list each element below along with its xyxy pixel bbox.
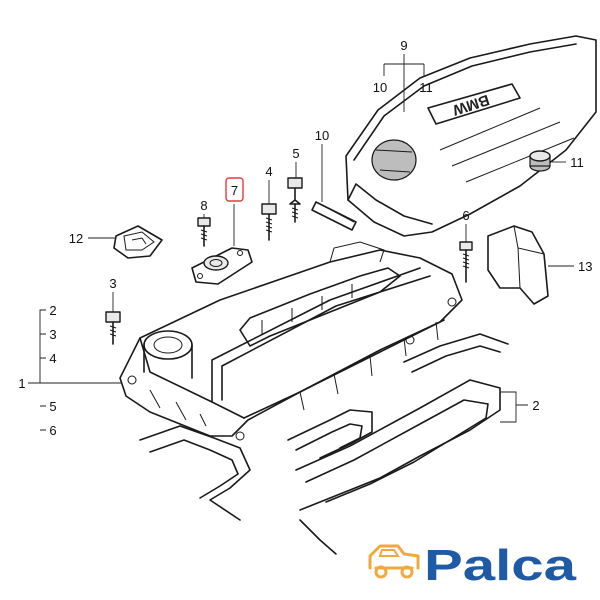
grommet-11 <box>529 150 551 172</box>
callout-2-left: 2 <box>49 303 56 318</box>
callout-11-right: 11 <box>570 155 584 170</box>
palca-logo: Palca <box>368 541 577 590</box>
bracket-13 <box>487 225 549 305</box>
valve-cover-assembly <box>119 241 463 441</box>
bolt-6 <box>459 241 473 283</box>
seal-plate-7 <box>191 247 253 285</box>
callout-7: 7 <box>231 183 238 198</box>
callout-6-left: 6 <box>49 423 56 438</box>
car-icon <box>368 544 420 579</box>
filler-cap-12 <box>113 225 163 259</box>
callout-10-top: 10 <box>373 80 387 95</box>
engine-cover-9: BMW <box>345 35 597 237</box>
callout-1: 1 <box>18 376 25 391</box>
callout-4-left: 4 <box>49 351 56 366</box>
callout-10-mid: 10 <box>315 128 329 143</box>
callout-7-highlight <box>225 177 244 202</box>
bolt-4 <box>261 203 277 241</box>
callout-3-top: 3 <box>109 276 116 291</box>
oil-filler-port <box>143 330 193 360</box>
brand-name: Palca <box>424 541 577 590</box>
callout-5-top: 5 <box>292 146 299 161</box>
bolt-8 <box>197 217 211 247</box>
callout-labels: 1 2 3 4 5 6 2 3 4 5 6 7 8 9 10 11 10 11 … <box>18 38 592 438</box>
foam-strip-10 <box>311 201 357 231</box>
bolt-5 <box>287 177 303 223</box>
callout-8: 8 <box>200 198 207 213</box>
callout-9: 9 <box>400 38 407 53</box>
callout-13: 13 <box>578 259 592 274</box>
leader-lines <box>28 54 574 431</box>
callout-3-left: 3 <box>49 327 56 342</box>
valve-cover-gasket <box>139 333 509 555</box>
callout-4-top: 4 <box>265 164 272 179</box>
bmw-badge: BMW <box>427 83 521 125</box>
bolt-3 <box>105 311 121 345</box>
callout-12: 12 <box>69 231 83 246</box>
callout-6-right: 6 <box>462 208 469 223</box>
callout-5-left: 5 <box>49 399 56 414</box>
callout-11-top: 11 <box>419 80 433 95</box>
callout-2-right: 2 <box>532 398 539 413</box>
